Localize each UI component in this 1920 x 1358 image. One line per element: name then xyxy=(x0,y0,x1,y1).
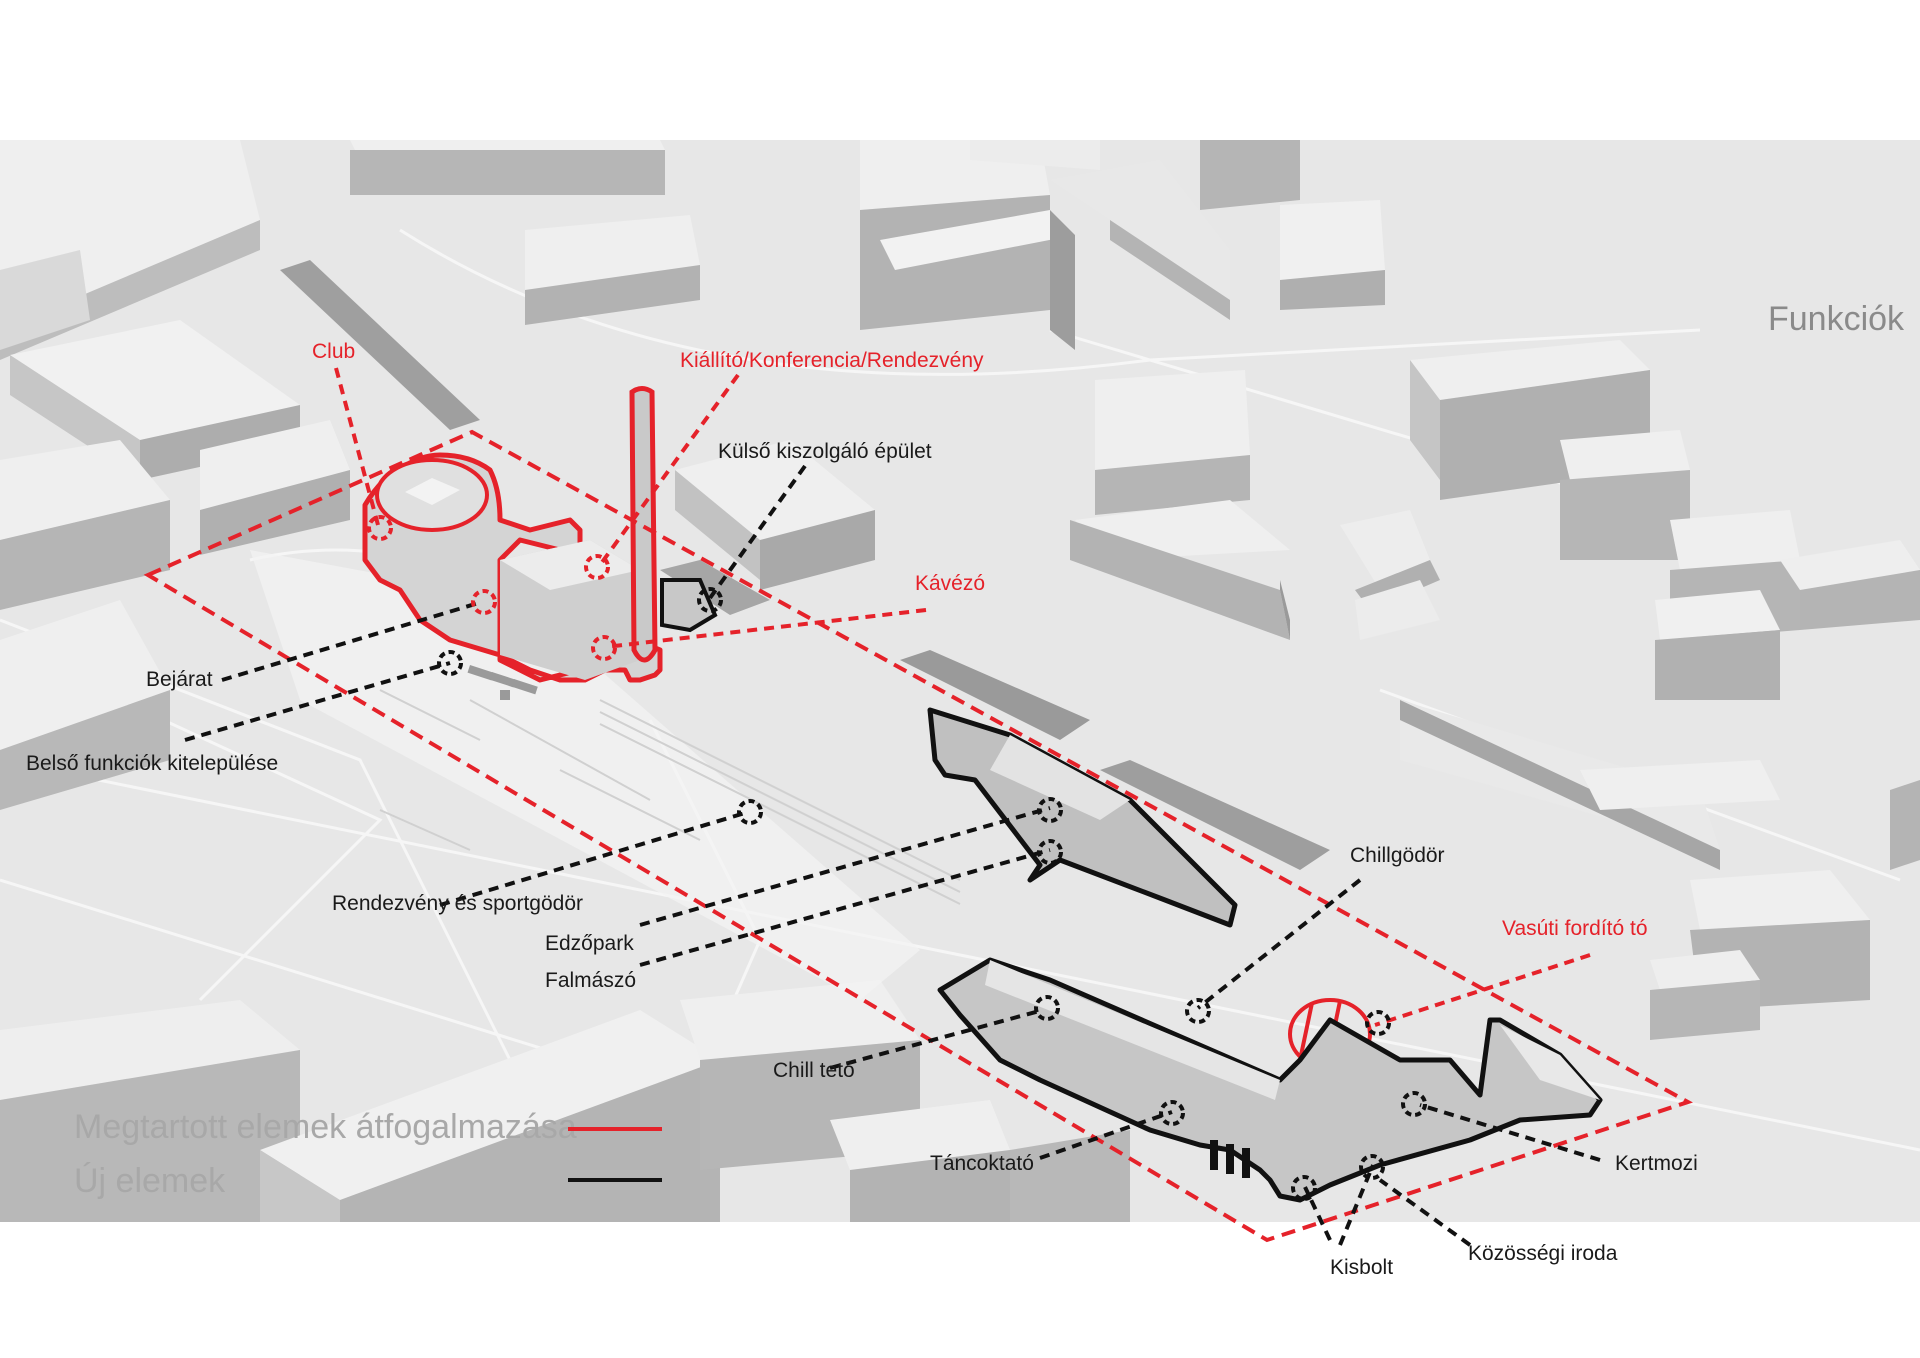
label-chillteto: Chill tető xyxy=(773,1059,855,1082)
label-rendezveny: Rendezvény és sportgödör xyxy=(332,892,583,915)
legend: Megtartott elemek átfogalmazása Új eleme… xyxy=(74,1108,662,1200)
legend-new-label: Új elemek xyxy=(74,1162,226,1200)
label-belso: Belső funkciók kitelepülése xyxy=(26,752,278,775)
label-tancoktato: Táncoktató xyxy=(930,1152,1034,1175)
label-bejarat: Bejárat xyxy=(146,668,213,691)
markers xyxy=(367,515,1427,1201)
label-edzopark: Edzőpark xyxy=(545,932,634,955)
label-kertmozi: Kertmozi xyxy=(1615,1152,1698,1175)
label-chillgodor: Chillgödör xyxy=(1350,844,1445,867)
diagram-title: Funkciók xyxy=(1768,300,1905,338)
label-kiallito: Kiállító/Konferencia/Rendezvény xyxy=(680,349,984,372)
label-falmaszo: Falmászó xyxy=(545,969,636,992)
new-buildings xyxy=(660,578,1603,1203)
label-club: Club xyxy=(312,340,355,363)
label-vasuti: Vasúti fordító tó xyxy=(1502,917,1648,940)
label-kisbolt: Kisbolt xyxy=(1330,1256,1393,1279)
leader-lines xyxy=(184,367,1601,1247)
retained-buildings xyxy=(362,386,1372,1070)
context-buildings xyxy=(0,140,1920,1222)
label-kulso: Külső kiszolgáló épület xyxy=(718,440,932,463)
legend-retained-label: Megtartott elemek átfogalmazása xyxy=(74,1108,577,1146)
label-kozossegi: Közösségi iroda xyxy=(1468,1242,1618,1265)
label-kavezo: Kávézó xyxy=(915,572,985,595)
site-boundary xyxy=(143,429,1693,1243)
